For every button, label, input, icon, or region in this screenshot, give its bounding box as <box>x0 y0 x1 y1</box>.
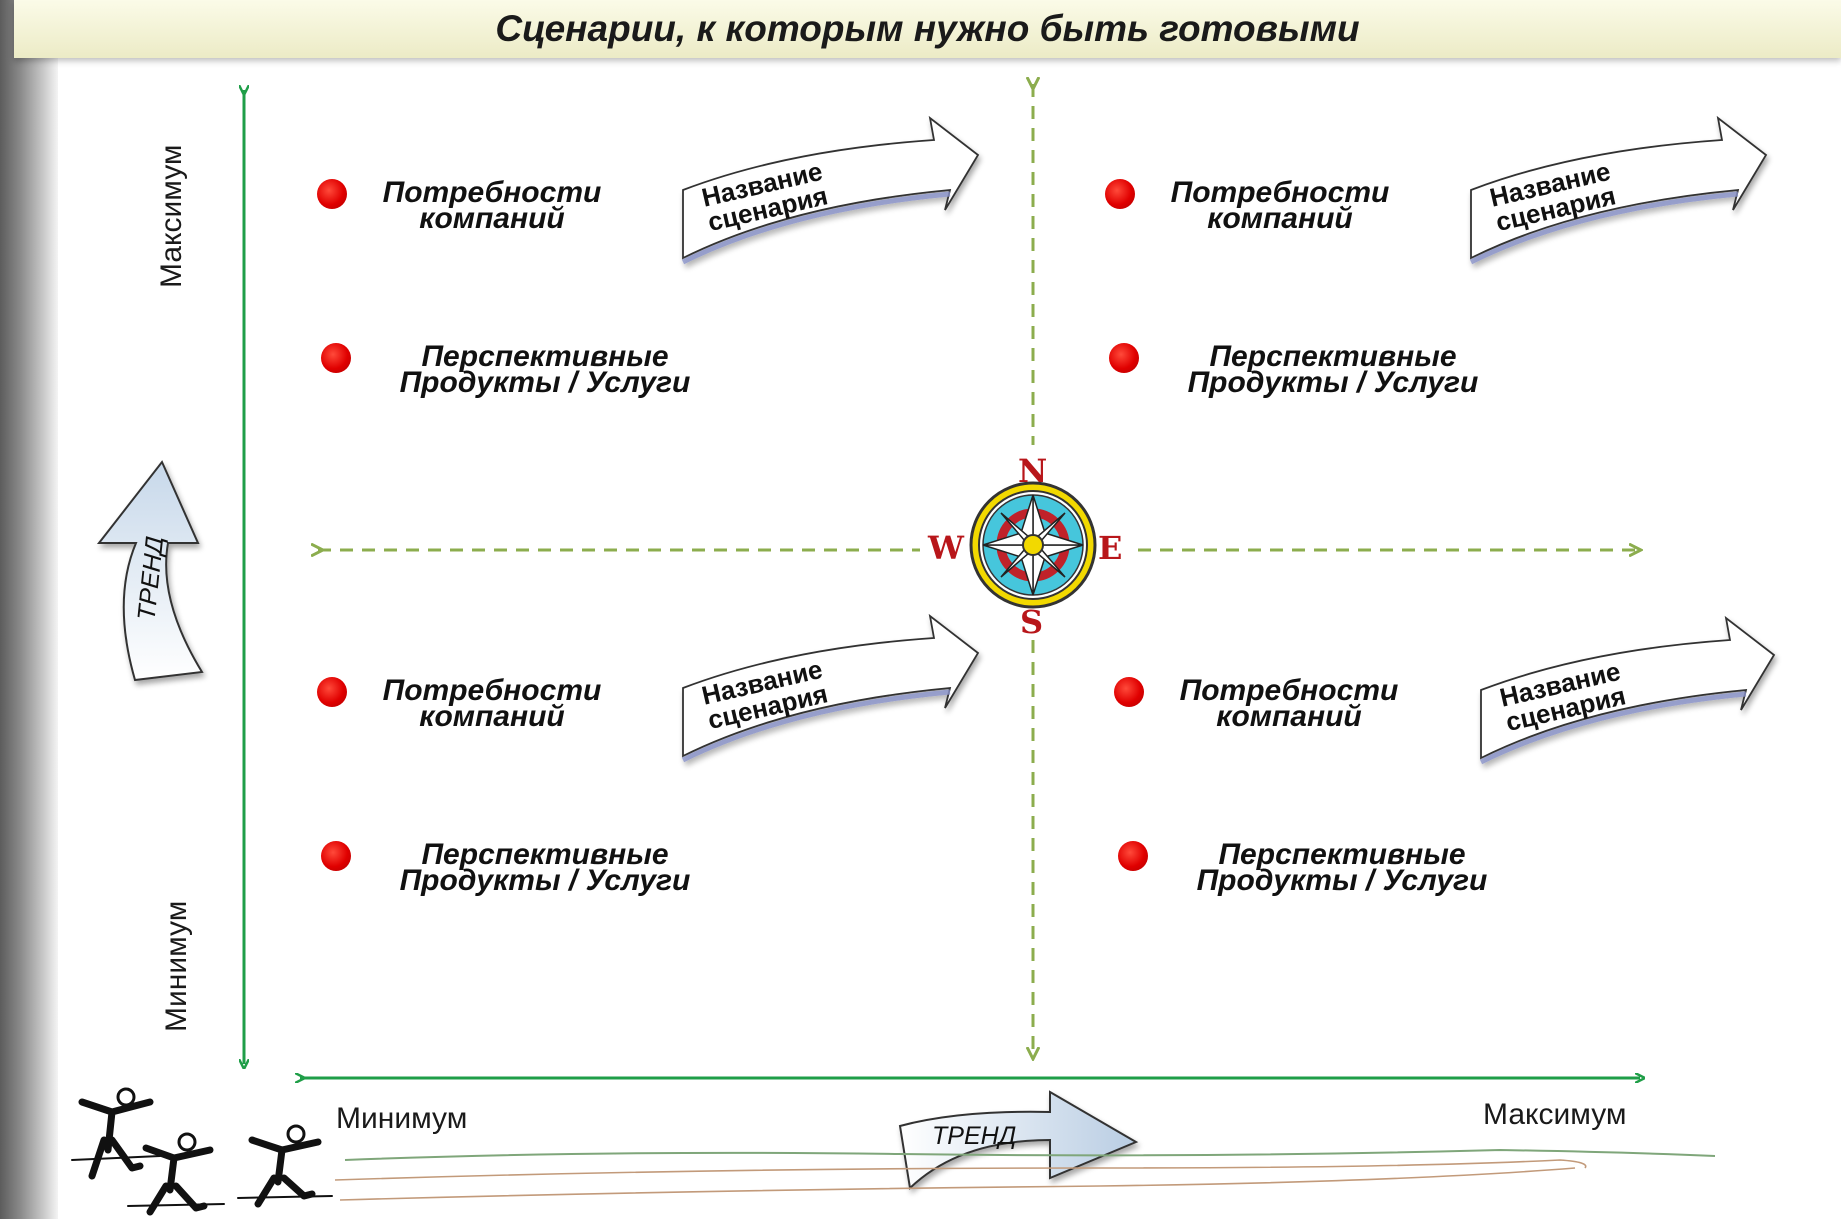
compass-west-label: W <box>928 529 964 567</box>
horizontal-axis-min-label: Минимум <box>336 1102 468 1135</box>
left-edge-shadow <box>0 0 58 1219</box>
vertical-axis-max-label: Максимум <box>155 144 188 288</box>
trend-arrow-icon <box>96 460 204 682</box>
compass-east-label: E <box>1098 529 1123 567</box>
bullet-dot-icon <box>321 841 351 871</box>
bullet-dot-icon <box>1118 841 1148 871</box>
scenario-arrow-icon <box>681 613 980 763</box>
bullet-dot-icon <box>1105 179 1135 209</box>
scenario-arrow-icon <box>1469 115 1768 265</box>
compass-rose-icon <box>969 481 1097 609</box>
trend-arrow-icon <box>898 1090 1139 1191</box>
ground-lines <box>334 1148 1716 1201</box>
bullet-dot-icon <box>1109 343 1139 373</box>
compass-south-label: S <box>1020 603 1044 641</box>
horizontal-trend-label: ТРЕНД <box>932 1122 1017 1150</box>
scenario-arrow-icon <box>681 115 980 265</box>
page-title: Сценарии, к которым нужно быть готовыми <box>495 8 1360 49</box>
scenario-arrow-icon <box>1479 615 1776 765</box>
walking-figure-icon <box>127 1132 225 1216</box>
horizontal-axis-max-label: Максимум <box>1483 1098 1627 1131</box>
bullet-dot-icon <box>317 179 347 209</box>
title-bar: Сценарии, к которым нужно быть готовыми <box>14 0 1841 58</box>
bullet-dot-icon <box>321 343 351 373</box>
compass-north-label: N <box>1018 452 1048 490</box>
bullet-dot-icon <box>1114 677 1144 707</box>
vertical-axis-min-label: Минимум <box>160 900 193 1032</box>
walking-figure-icon <box>71 1087 161 1180</box>
bullet-dot-icon <box>317 677 347 707</box>
walking-figure-icon <box>237 1124 333 1208</box>
